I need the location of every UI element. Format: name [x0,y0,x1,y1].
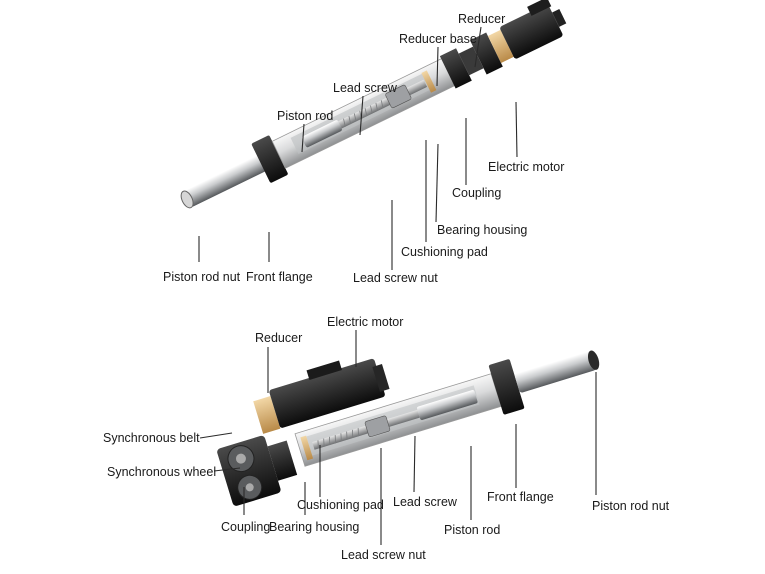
top-label-lead-screw: Lead screw [333,81,398,95]
bottom-label-reducer: Reducer [255,331,302,345]
top-label-cushioning-pad: Cushioning pad [401,245,488,259]
top-label-piston-rod-nut: Piston rod nut [163,270,241,284]
bottom-actuator [217,350,600,506]
bottom-label-piston-rod-nut: Piston rod nut [592,499,670,513]
bottom-front-flange-shape [488,359,525,415]
leader-lines [198,26,597,545]
top-label-coupling: Coupling [452,186,501,200]
top-front-flange-shape [251,135,288,183]
top-label-reducer: Reducer [458,12,505,26]
top-label-piston-rod: Piston rod [277,109,333,123]
bottom-label-coupling: Coupling [221,520,270,534]
top-bearing-housing-shape [439,48,472,89]
bottom-electric-motor-shape [269,358,385,428]
top-piston-rod-shape [184,150,276,207]
bottom-label-lead-screw-nut: Lead screw nut [341,548,426,562]
top-cushioning-pad-shape [421,70,437,93]
bottom-label-piston-rod: Piston rod [444,523,500,537]
bottom-bearing-housing-shape [267,440,298,481]
bottom-piston-rod-shape [514,351,596,393]
top-actuator [180,0,567,209]
top-reducer-shape [487,29,514,64]
bottom-label-cushioning-pad: Cushioning pad [297,498,384,512]
bottom-piston-rod-nut-shape [587,350,600,370]
bottom-lead-screw-nut-shape [364,415,391,437]
bottom-lead-screw-shape [312,409,420,450]
bottom-label-synchronous-wheel: Synchronous wheel [107,465,216,479]
top-label-reducer-base: Reducer base [399,32,477,46]
top-label-electric-motor: Electric motor [488,160,564,174]
top-electric-motor-shape [500,4,563,59]
bottom-cushioning-pad-shape [300,435,314,461]
top-label-bearing-housing: Bearing housing [437,223,527,237]
top-label-lead-screw-nut: Lead screw nut [353,271,438,285]
top-lead-screw-nut-shape [385,84,412,109]
top-label-front-flange: Front flange [246,270,313,284]
bottom-reducer-shape [253,396,281,434]
bottom-label-front-flange: Front flange [487,490,554,504]
top-coupling-shape [458,46,484,76]
top-labels: Reducer Reducer base Lead screw Piston r… [163,12,564,285]
bottom-label-lead-screw: Lead screw [393,495,458,509]
bottom-labels: Reducer Electric motor Synchronous belt … [103,315,670,562]
bottom-label-electric-motor: Electric motor [327,315,403,329]
bottom-label-bearing-housing: Bearing housing [269,520,359,534]
top-piston-rod-nut-shape [180,190,194,209]
bottom-label-synchronous-belt: Synchronous belt [103,431,200,445]
